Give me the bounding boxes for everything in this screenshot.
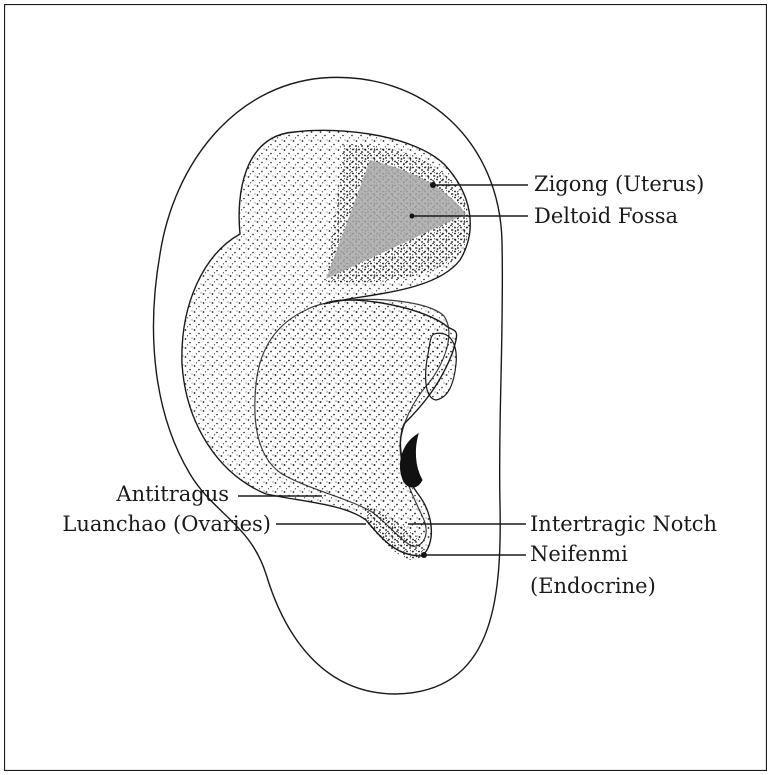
label-endocrine: (Endocrine) [530, 574, 656, 598]
label-zigong: Zigong (Uterus) [534, 172, 704, 196]
label-antitragus: Antitragus [116, 482, 229, 506]
ear-diagram [4, 4, 767, 771]
label-intertragic-notch: Intertragic Notch [530, 512, 717, 536]
diagram-frame: Zigong (Uterus) Deltoid Fossa Antitragus… [4, 4, 767, 771]
label-luanchao: Luanchao (Ovaries) [62, 512, 271, 536]
label-deltoid-fossa: Deltoid Fossa [534, 204, 678, 228]
label-neifenmi: Neifenmi [530, 542, 628, 566]
